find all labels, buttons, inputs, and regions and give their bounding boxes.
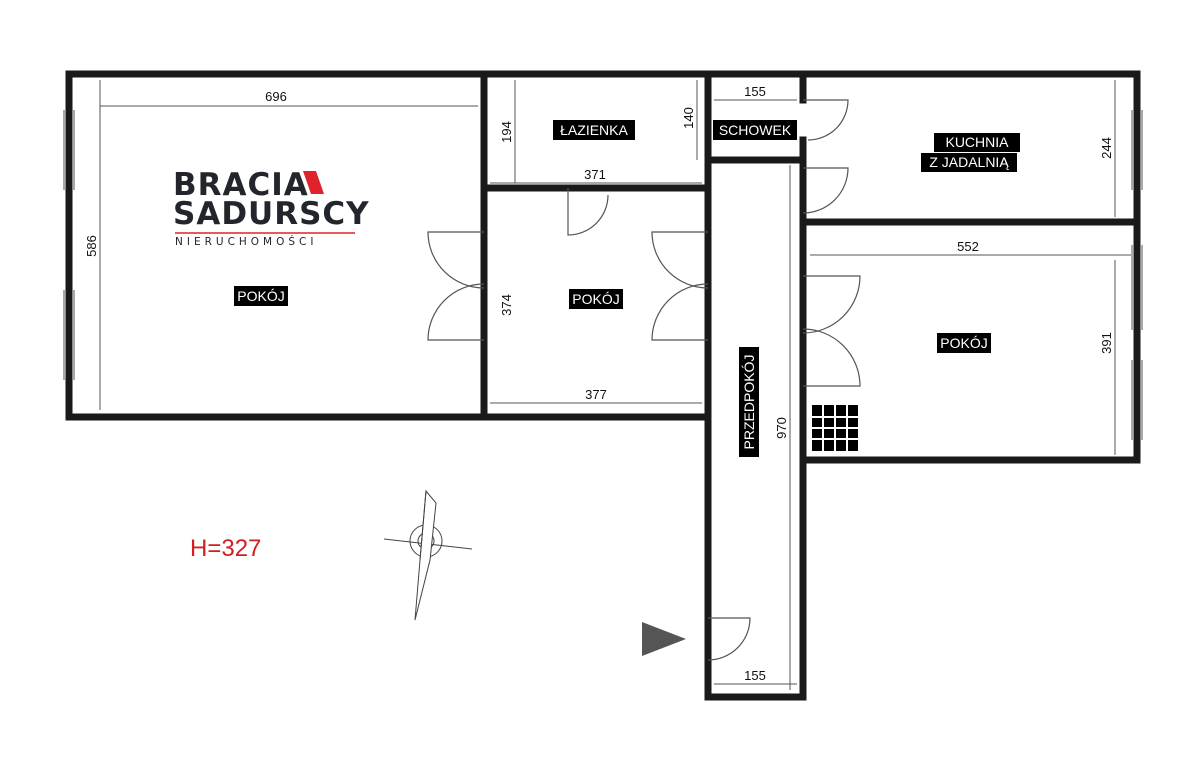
dimension-lines (99, 80, 1131, 690)
dim-lazienka-depth: 194 (499, 121, 514, 143)
windows (63, 110, 1143, 440)
brand-line2: SADURSCY (173, 196, 370, 232)
room-label-pokoj-3: POKÓJ (940, 335, 987, 351)
dim-lazienka-width: 371 (584, 167, 606, 182)
brand-tagline: NIERUCHOMOŚCI (175, 235, 317, 248)
compass-icon (383, 489, 473, 621)
dim-pokoj-1-width: 696 (265, 89, 287, 104)
doors (427, 99, 861, 661)
dim-entrance-width: 155 (744, 668, 766, 683)
room-labels: POKÓJ ŁAZIENKA SCHOWEK KUCHNIA Z JADALNI… (234, 120, 1020, 457)
entrance-arrow-icon (642, 622, 686, 656)
dim-pokoj-2-width: 377 (585, 387, 607, 402)
room-label-pokoj-1: POKÓJ (237, 288, 284, 304)
room-label-schowek: SCHOWEK (719, 122, 792, 138)
brand-accent-shape (303, 171, 324, 194)
walls (65, 70, 1141, 701)
dim-pokoj-3-width: 552 (957, 239, 979, 254)
room-label-kuchnia-line1: KUCHNIA (945, 134, 1009, 150)
room-label-pokoj-2: POKÓJ (572, 291, 619, 307)
dim-pokoj-1-depth: 586 (84, 235, 99, 257)
dim-pokoj-3-depth: 391 (1099, 332, 1114, 354)
ceiling-height-label: H=327 (190, 535, 261, 562)
brand-logo: BRACIA SADURSCY NIERUCHOMOŚCI (173, 167, 370, 248)
dim-kuchnia-depth: 244 (1099, 137, 1114, 159)
dim-schowek-width: 155 (744, 84, 766, 99)
dim-pokoj-2-depth: 374 (499, 294, 514, 316)
brand-line1: BRACIA (173, 167, 309, 203)
radiator-icon (812, 405, 858, 451)
dim-przedpokoj-length: 970 (774, 417, 789, 439)
dim-lazienka-inner: 140 (681, 107, 696, 129)
dimension-labels: 696 586 194 140 371 155 244 374 377 552 … (84, 84, 1114, 683)
room-label-kuchnia-line2: Z JADALNIĄ (929, 154, 1009, 170)
room-label-przedpokoj: PRZEDPOKÓJ (741, 355, 757, 450)
room-label-lazienka: ŁAZIENKA (560, 122, 628, 138)
